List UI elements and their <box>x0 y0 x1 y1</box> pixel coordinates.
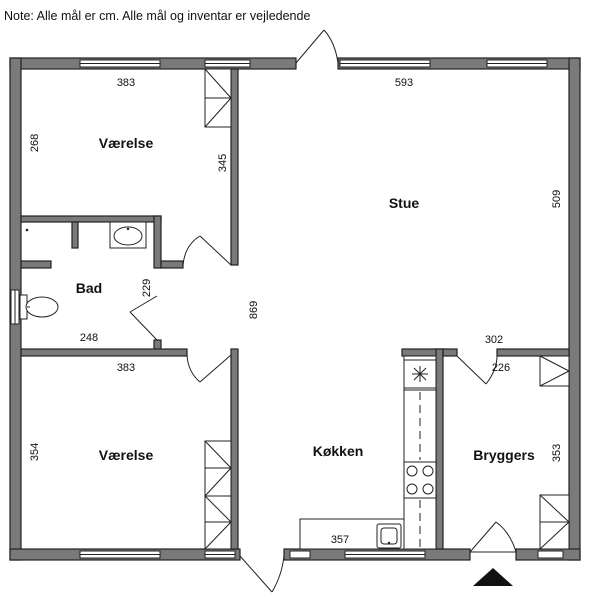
bottom-door <box>239 555 285 593</box>
dim-stue-height: 509 <box>551 190 563 208</box>
room-label-stue: Stue <box>389 195 420 211</box>
outer-walls <box>9 57 581 561</box>
dim-stue-width: 593 <box>395 77 413 89</box>
dim-bryggers-height: 353 <box>551 444 563 462</box>
sink-icon <box>109 221 147 249</box>
dim-bryggers-width: 302 <box>485 334 503 346</box>
back-door <box>469 521 517 553</box>
room-label-vaerelse-top: Værelse <box>99 135 154 151</box>
dim-kokken-counter: 357 <box>331 534 349 546</box>
wardrobe-top <box>204 68 232 128</box>
dim-vaerelse-top-wall: 345 <box>217 154 229 172</box>
dim-bryggers-door: 226 <box>492 362 510 374</box>
dim-vaerelse-bottom-height: 354 <box>29 443 41 461</box>
dim-vaerelse-top-height: 268 <box>29 134 41 152</box>
bryggers-door <box>456 355 498 385</box>
dim-hall-length: 869 <box>248 301 260 319</box>
kitchen-units <box>299 355 437 550</box>
room-label-bad: Bad <box>76 280 102 296</box>
dim-vaerelse-top-width: 383 <box>117 77 135 89</box>
wardrobe-bryggers <box>539 355 570 550</box>
vaerelse-bottom-door <box>186 354 232 383</box>
fan-icon <box>412 366 428 382</box>
plan-note: Note: Alle mål er cm. Alle mål og invent… <box>4 9 310 23</box>
drain-icon <box>25 228 29 232</box>
vaerelse-top-door <box>182 235 232 266</box>
windows <box>10 59 564 559</box>
wardrobe-bottom <box>204 440 232 550</box>
dim-vaerelse-bottom-width: 383 <box>117 362 135 374</box>
room-label-kokken: Køkken <box>313 443 364 459</box>
room-label-bryggers: Bryggers <box>473 447 535 463</box>
stove-icon <box>403 461 437 499</box>
bad-door <box>129 295 158 341</box>
entrance-door-top <box>295 29 339 64</box>
interior-walls <box>20 68 570 550</box>
room-label-vaerelse-bottom: Værelse <box>99 447 154 463</box>
entrance-arrow-icon <box>473 568 513 586</box>
doors <box>129 29 517 593</box>
kitchen-sink-icon <box>376 523 402 549</box>
dim-bad-height: 229 <box>141 279 153 297</box>
dim-bad-width: 248 <box>80 332 98 344</box>
toilet-icon <box>19 294 59 320</box>
bathroom-fixtures <box>19 221 147 320</box>
